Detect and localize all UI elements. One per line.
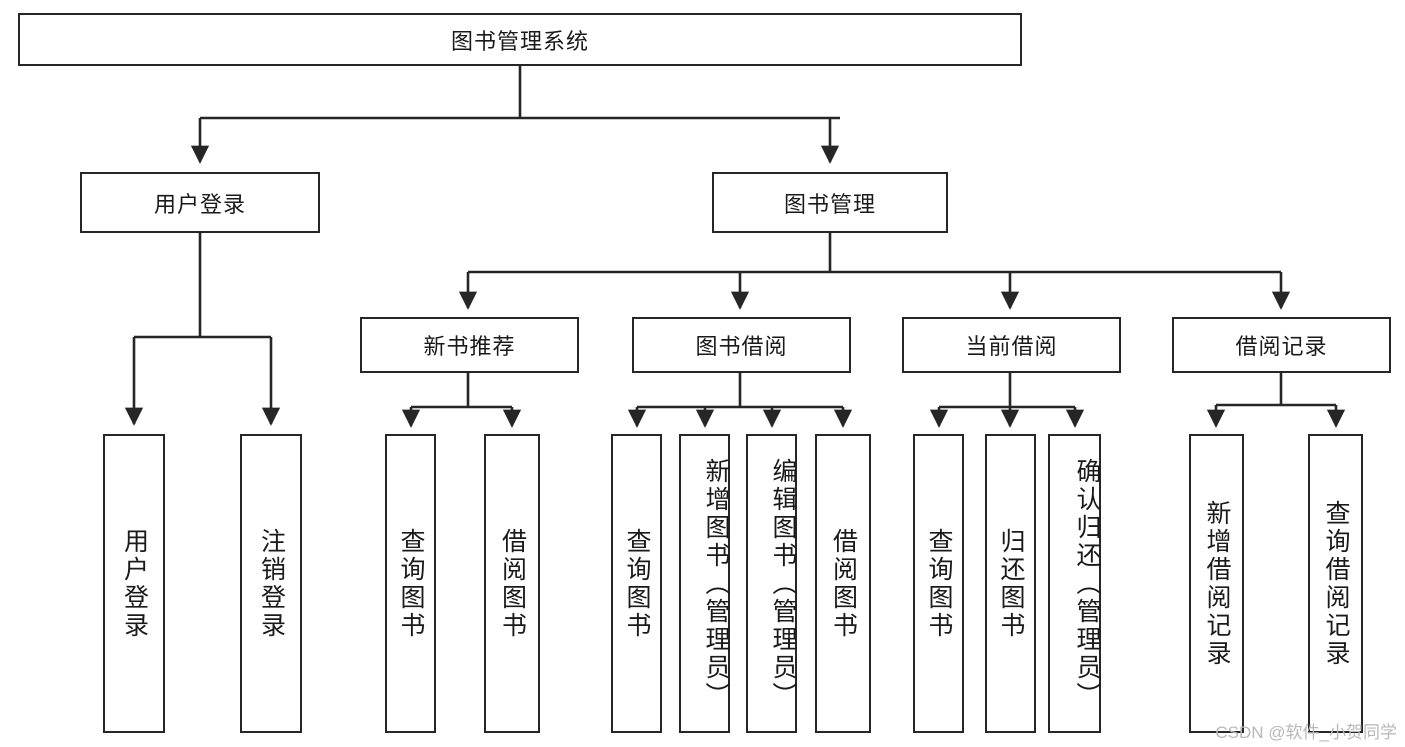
leaf-return-book-label: 归还图书 (997, 527, 1025, 640)
leaf-query-record-label: 查询借阅记录 (1322, 499, 1350, 668)
leaf-edit-book-label: 编辑图书（管理员） (769, 457, 797, 710)
leaf-query-book-3-label: 查询图书 (925, 527, 953, 640)
node-book-manage-label: 图书管理 (783, 191, 876, 217)
node-book-borrow[interactable]: 图书借阅 (632, 317, 851, 373)
leaf-query-book-2[interactable]: 查询图书 (611, 434, 662, 733)
leaf-user-login-label: 用户登录 (120, 527, 149, 640)
leaf-add-record[interactable]: 新增借阅记录 (1189, 434, 1244, 733)
node-root-label: 图书管理系统 (450, 28, 589, 54)
leaf-return-book[interactable]: 归还图书 (985, 434, 1036, 733)
leaf-logout-label: 注销登录 (257, 527, 286, 640)
leaf-edit-book[interactable]: 编辑图书（管理员） (746, 434, 797, 733)
watermark: CSDN @软件_小贺同学 (1215, 723, 1397, 742)
leaf-borrow-book-2[interactable]: 借阅图书 (815, 434, 871, 733)
leaf-query-book-1-label: 查询图书 (397, 527, 425, 640)
node-current-borrow[interactable]: 当前借阅 (902, 317, 1121, 373)
leaf-query-record[interactable]: 查询借阅记录 (1308, 434, 1363, 733)
node-user-login[interactable]: 用户登录 (80, 172, 320, 233)
leaf-logout[interactable]: 注销登录 (240, 434, 302, 733)
node-borrow-record-label: 借阅记录 (1235, 334, 1328, 359)
leaf-add-book-label: 新增图书（管理员） (702, 457, 730, 710)
leaf-borrow-book-2-label: 借阅图书 (829, 527, 858, 640)
leaf-query-book-2-label: 查询图书 (623, 527, 651, 640)
leaf-user-login[interactable]: 用户登录 (103, 434, 165, 733)
node-current-borrow-label: 当前借阅 (965, 334, 1058, 359)
leaf-confirm-return-label: 确认归还（管理员） (1073, 457, 1101, 710)
node-book-manage[interactable]: 图书管理 (712, 172, 948, 233)
leaf-add-record-label: 新增借阅记录 (1203, 499, 1231, 668)
node-book-borrow-label: 图书借阅 (695, 334, 788, 359)
node-user-login-label: 用户登录 (153, 191, 246, 217)
leaf-query-book-1[interactable]: 查询图书 (385, 434, 436, 733)
leaf-add-book[interactable]: 新增图书（管理员） (679, 434, 730, 733)
leaf-borrow-book-1[interactable]: 借阅图书 (484, 434, 540, 733)
leaf-query-book-3[interactable]: 查询图书 (913, 434, 964, 733)
node-root[interactable]: 图书管理系统 (18, 13, 1022, 66)
node-borrow-record[interactable]: 借阅记录 (1172, 317, 1391, 373)
leaf-confirm-return[interactable]: 确认归还（管理员） (1048, 434, 1101, 733)
node-new-book-recommend-label: 新书推荐 (423, 334, 516, 359)
node-new-book-recommend[interactable]: 新书推荐 (360, 317, 579, 373)
leaf-borrow-book-1-label: 借阅图书 (498, 527, 527, 640)
